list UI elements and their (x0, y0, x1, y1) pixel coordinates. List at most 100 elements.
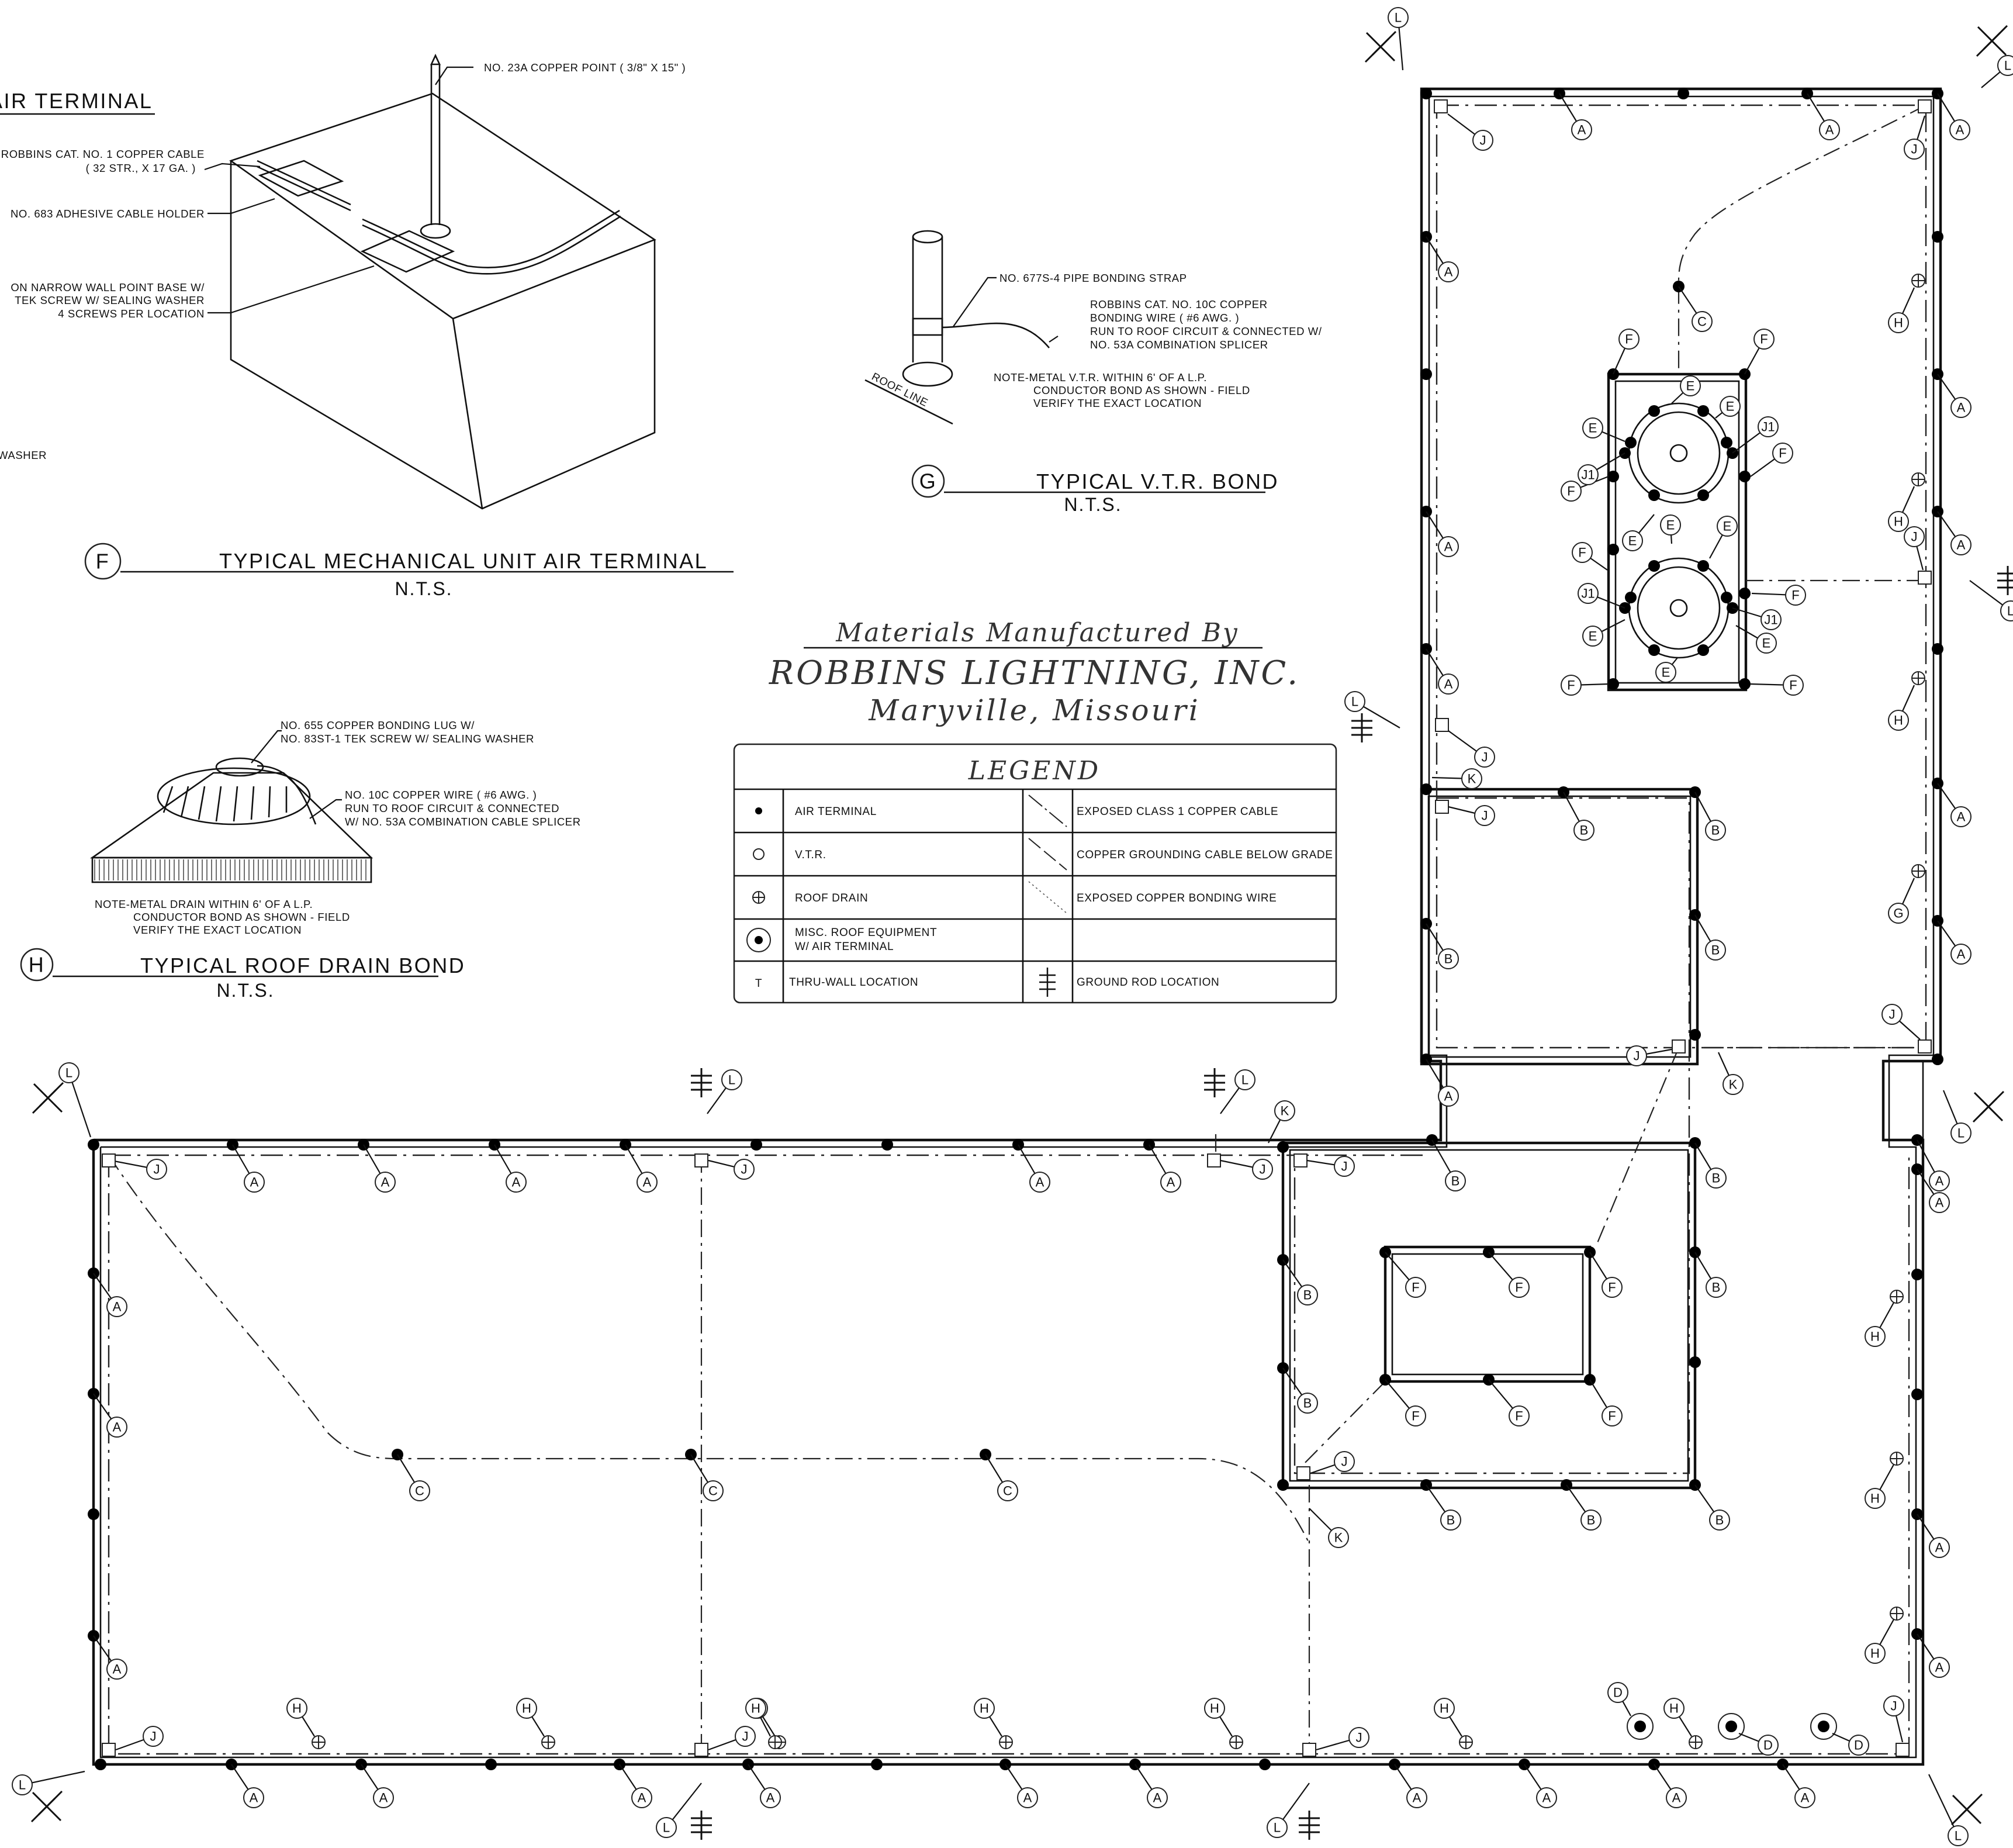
callout-h: H (1888, 312, 1909, 333)
callout-e: E (1720, 396, 1741, 417)
callout-letter: A (1825, 123, 1834, 137)
roof-drain-icon (1890, 1607, 1904, 1621)
callout-letter: F (1625, 332, 1632, 347)
note-pipe-strap: NO. 677S-4 PIPE BONDING STRAP (999, 272, 1187, 284)
callout-letter: F (1608, 1409, 1616, 1424)
callout-k: K (1328, 1527, 1349, 1548)
callout-a: A (106, 1296, 127, 1317)
callout-f: F (1572, 542, 1593, 563)
callout-b: B (1573, 820, 1595, 841)
detail-g-title: TYPICAL V.T.R. BOND (1036, 469, 1279, 493)
callout-d: D (1607, 1682, 1628, 1703)
legend-label-thru-wall: THRU-WALL LOCATION (789, 976, 918, 989)
callout-letter: J (1482, 809, 1488, 823)
callout-a: A (1438, 673, 1459, 695)
callout-letter: B (1303, 1396, 1312, 1411)
note-copper-wire-2: RUN TO ROOF CIRCUIT & CONNECTED (345, 802, 559, 814)
note-bonding-wire-1: ROBBINS CAT. NO. 10C COPPER (1090, 298, 1268, 310)
air-terminal-dot (1625, 592, 1637, 603)
mechanical-unit-drawing (229, 53, 656, 510)
callout-f: F (1783, 675, 1804, 696)
callout-letter: A (1444, 1089, 1453, 1104)
legend-exposed-cable-icon (1028, 795, 1067, 827)
air-terminal-dot (1420, 783, 1432, 795)
callout-j: J (734, 1159, 755, 1180)
callout-a: A (637, 1172, 658, 1193)
callout-l: L (1950, 1122, 1972, 1144)
thru-wall-icon (1918, 1039, 1932, 1053)
air-terminal-dot (1697, 644, 1709, 656)
callout-letter: A (381, 1175, 390, 1190)
callout-letter: J1 (1581, 586, 1595, 601)
callout-c: C (1692, 311, 1713, 332)
callout-letter: F (1515, 1409, 1523, 1424)
detail-g: ROOF LINE NO. 677S-4 PIPE BONDING STRAP … (864, 230, 1322, 515)
conductor-runs (108, 104, 1927, 1755)
ground-rod-icon (1364, 30, 1397, 63)
callout-l: L (1948, 1825, 1969, 1846)
vtr-pipe-drawing: ROOF LINE (864, 230, 1050, 425)
callout-a: A (631, 1787, 652, 1808)
callout-letter: F (1412, 1409, 1419, 1424)
callout-letter: K (1281, 1104, 1289, 1118)
thru-wall-icon (1896, 1743, 1910, 1757)
callout-h: H (516, 1698, 537, 1719)
note-bonding-lug-2: NO. 83ST-1 TEK SCREW W/ SEALING WASHER (281, 733, 534, 745)
note-tek-screw: TEK SCREW W/ SEALING WASHER (15, 294, 205, 306)
note-screws-per-location: 4 SCREWS PER LOCATION (58, 308, 205, 320)
callout-j: J (735, 1726, 756, 1747)
callout-letter: K (1334, 1531, 1343, 1545)
air-terminal-dot (881, 1139, 893, 1151)
callout-letter: A (638, 1791, 646, 1805)
callout-j: J (1883, 1695, 1904, 1716)
misc-equipment-icon (1718, 1713, 1745, 1740)
callout-l: L (2000, 600, 2013, 621)
callout-letter: A (379, 1791, 388, 1805)
callout-letter: J (1482, 750, 1488, 765)
callout-letter: J (1889, 1007, 1896, 1022)
callout-h: H (974, 1698, 995, 1719)
callout-letter: A (1153, 1791, 1162, 1805)
note-copper-wire-3: W/ NO. 53A COMBINATION CABLE SPLICER (345, 816, 581, 828)
air-terminal-dot (1648, 405, 1660, 417)
roof-drain-icon (1911, 864, 1925, 878)
ground-rod-icon (691, 1811, 712, 1840)
ground-rod-icon (1351, 713, 1372, 742)
callout-letter: L (1351, 695, 1358, 709)
callout-letter: J (150, 1729, 157, 1744)
air-terminal-dot (95, 1759, 106, 1770)
air-terminal-dot (485, 1759, 497, 1770)
callout-a: A (1929, 1170, 1950, 1191)
callout-letter: H (292, 1701, 302, 1716)
thru-wall-icon (1435, 718, 1449, 732)
air-terminal-dot (1697, 560, 1709, 572)
callout-d: D (1758, 1735, 1779, 1756)
callout-a: A (1794, 1787, 1815, 1808)
air-terminal-dot (1721, 437, 1732, 448)
air-terminal-dot (88, 1508, 99, 1520)
callout-e: E (1622, 530, 1643, 551)
ground-rod-icon (1299, 1811, 1320, 1840)
legend-label-misc-equipment: MISC. ROOF EQUIPMENT (795, 927, 937, 939)
callout-letter: B (1587, 1513, 1596, 1528)
callout-e: E (1582, 626, 1603, 647)
callout-a: A (1950, 534, 1972, 555)
callout-letter: J (1341, 1159, 1348, 1174)
callout-j: J (1474, 747, 1495, 768)
detail-h-scale: N.T.S. (216, 980, 274, 1001)
callout-letter: A (1935, 1660, 1944, 1675)
roof-plan: AAAAAAJJJJAAAAAAAAAAAAAJJJJCCCHHHHHHHHDD… (12, 7, 2013, 1846)
callout-letter: A (113, 1300, 122, 1314)
callout-j1: J1 (1758, 416, 1779, 437)
callout-letter: F (1412, 1280, 1419, 1295)
detail-g-marker: G (919, 469, 938, 493)
callout-letter: L (2007, 604, 2013, 619)
callout-letter: E (1662, 665, 1670, 680)
roof-drain-icon (1689, 1735, 1703, 1749)
note-vtr-1: NOTE-METAL V.T.R. WITHIN 6' OF A L.P. (994, 371, 1207, 384)
callout-letter: J (741, 1162, 748, 1177)
ground-rod-icon (691, 1068, 712, 1097)
callout-a: A (1147, 1787, 1168, 1808)
callout-letter: J (1341, 1455, 1348, 1469)
callout-j1: J1 (1760, 609, 1782, 630)
